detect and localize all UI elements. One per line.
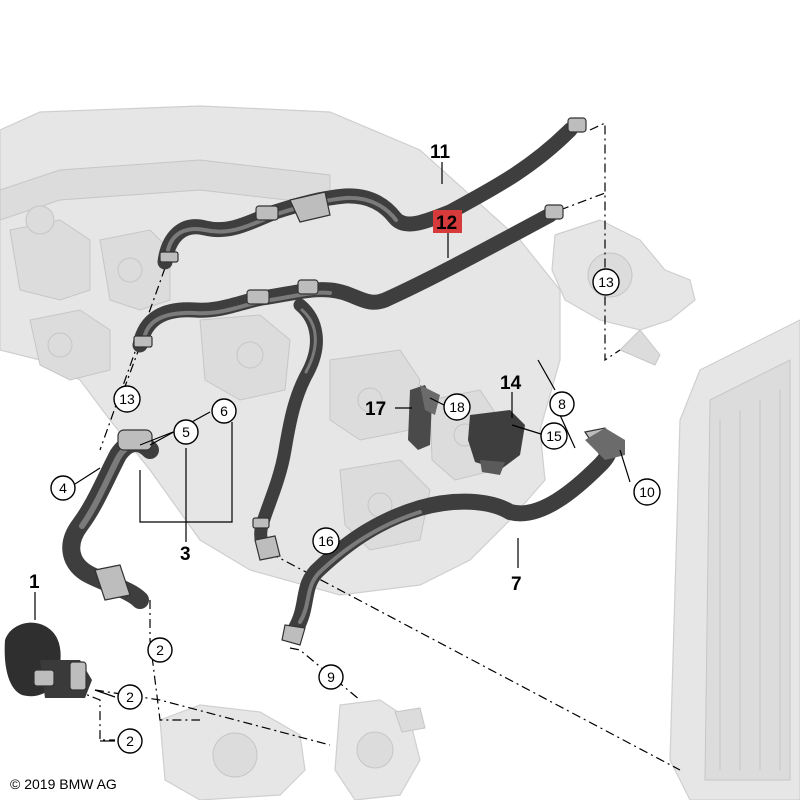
- callout-2c: 2: [117, 728, 143, 754]
- svg-text:8: 8: [558, 396, 566, 412]
- label-17: 17: [365, 399, 386, 420]
- svg-text:18: 18: [449, 399, 465, 415]
- radiator-background: [669, 319, 800, 800]
- hose-16: [252, 298, 323, 561]
- svg-text:2: 2: [126, 733, 134, 749]
- callout-2b: 2: [117, 684, 143, 710]
- copyright-text: © 2019 BMW AG: [10, 776, 117, 792]
- svg-text:13: 13: [119, 391, 135, 407]
- callout-18: 18: [443, 393, 471, 421]
- label-12: 12: [436, 213, 457, 234]
- label-7: 7: [511, 574, 522, 595]
- svg-text:2: 2: [126, 689, 134, 705]
- svg-text:9: 9: [327, 669, 335, 685]
- callout-9: 9: [318, 664, 344, 690]
- connection-lines: [74, 122, 681, 771]
- pipe-5-6: [62, 429, 159, 609]
- callout-8: 8: [549, 391, 575, 417]
- callout-2a: 2: [147, 637, 173, 663]
- svg-text:16: 16: [318, 533, 334, 549]
- label-14: 14: [500, 373, 522, 394]
- callout-10: 10: [633, 478, 661, 506]
- callout-13b: 13: [113, 385, 141, 413]
- bracket-14-15: [468, 410, 525, 475]
- callout-16: 16: [312, 527, 340, 555]
- svg-text:15: 15: [546, 428, 562, 444]
- engine-block-background: [0, 105, 696, 596]
- svg-text:2: 2: [156, 642, 164, 658]
- label-11: 11: [430, 142, 451, 163]
- highlight-box-12: [433, 210, 462, 233]
- water-pump-background: [159, 699, 426, 800]
- svg-text:5: 5: [182, 424, 190, 440]
- bracket-17-18: [408, 385, 440, 450]
- callout-15: 15: [540, 422, 568, 450]
- label-1: 1: [29, 572, 40, 593]
- svg-text:10: 10: [639, 484, 655, 500]
- hose-part-1: [4, 622, 92, 698]
- hose-12: [132, 204, 564, 353]
- hose-11: [157, 117, 587, 270]
- callout-6: 6: [211, 398, 237, 424]
- svg-text:6: 6: [220, 403, 228, 419]
- callout-5: 5: [173, 419, 199, 445]
- svg-text:13: 13: [598, 274, 614, 290]
- label-3: 3: [180, 544, 191, 565]
- callout-4: 4: [50, 475, 76, 501]
- callout-13a: 13: [592, 268, 620, 296]
- connector-10: [585, 428, 625, 460]
- svg-text:4: 4: [59, 480, 67, 496]
